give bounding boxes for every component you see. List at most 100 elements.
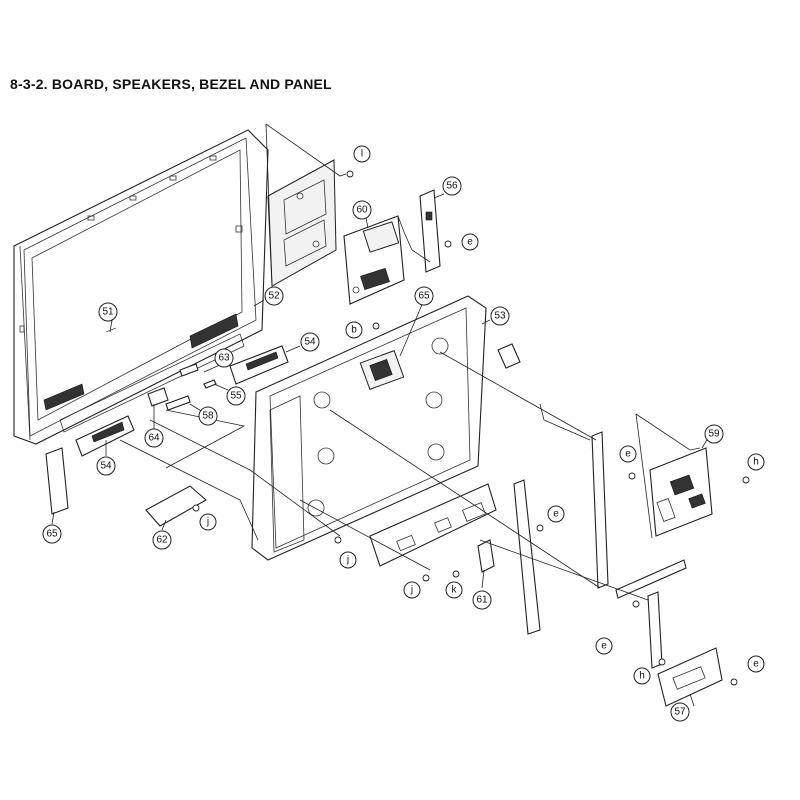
callout-bubble [547, 505, 565, 523]
callout-bubble [353, 145, 371, 163]
screws [192, 170, 750, 686]
page-title: 8-3-2. BOARD, SPEAKERS, BEZEL AND PANEL [10, 76, 332, 92]
callout-bubble [345, 321, 363, 339]
lower-bracket [369, 483, 497, 567]
callout-56: 56 [442, 176, 462, 196]
callout-bubble [198, 406, 218, 426]
front-bezel [13, 129, 269, 445]
signal-board [649, 447, 713, 537]
callout-bubble [747, 453, 765, 471]
callout-63: 63 [214, 348, 234, 368]
callout-label: 61 [476, 595, 488, 606]
callout-bubble [144, 428, 164, 448]
callout-j: j [339, 551, 357, 569]
callout-bubble [633, 667, 651, 685]
lcd-panel [251, 295, 487, 561]
callout-label: 55 [230, 391, 242, 402]
callout-label: 54 [304, 337, 316, 348]
callout-label: b [351, 325, 357, 336]
callout-label: 52 [268, 291, 280, 302]
callout-57: 57 [670, 702, 690, 722]
callout-label: e [753, 659, 759, 670]
callout-58: 58 [198, 406, 218, 426]
callout-54: 54 [96, 456, 116, 476]
callout-bubble [445, 581, 463, 599]
callout-bubble [461, 233, 479, 251]
speaker-right [229, 345, 289, 385]
callout-label: j [346, 555, 349, 566]
callout-label: e [467, 237, 473, 248]
speaker-left [75, 415, 135, 457]
callout-60: 60 [352, 200, 372, 220]
callout-label: 58 [202, 411, 214, 422]
callout-65: 65 [414, 286, 434, 306]
callout-bubble [414, 286, 434, 306]
callout-bubble [442, 176, 462, 196]
callout-b: b [345, 321, 363, 339]
callout-bubble [264, 286, 284, 306]
callout-e: e [747, 655, 765, 673]
callout-bubble [199, 513, 217, 531]
callout-layer: 51 52 53 54 54 55 56 57 58 59 60 61 62 63 64 65 65 l b e e e e… [42, 145, 765, 722]
callout-label: e [553, 509, 559, 520]
callout-h: h [633, 667, 651, 685]
callout-64: 64 [144, 428, 164, 448]
callout-62: 62 [152, 530, 172, 550]
callout-bubble [339, 551, 357, 569]
side-bracket [419, 189, 441, 273]
callout-label: h [639, 671, 645, 682]
callout-bubble [747, 655, 765, 673]
small-parts [45, 327, 521, 573]
callout-bubble [595, 637, 613, 655]
callout-bubble [619, 445, 637, 463]
callout-label: 65 [418, 291, 430, 302]
callout-label: 54 [100, 461, 112, 472]
callout-52: 52 [264, 286, 284, 306]
callout-65: 65 [42, 524, 62, 544]
callout-bubble [42, 524, 62, 544]
callout-bubble [670, 702, 690, 722]
callout-bubble [226, 386, 246, 406]
callout-label: 60 [356, 205, 368, 216]
callout-e: e [461, 233, 479, 251]
callout-label: j [206, 517, 209, 528]
callout-label: l [361, 149, 363, 160]
callout-bubble [214, 348, 234, 368]
callout-label: 62 [156, 535, 168, 546]
callout-bubble [96, 456, 116, 476]
callout-bubble [490, 306, 510, 326]
shield-plate [267, 159, 337, 287]
callout-e: e [595, 637, 613, 655]
callout-h: h [747, 453, 765, 471]
callout-label: h [753, 457, 759, 468]
callout-label: 64 [148, 433, 160, 444]
callout-bubble [352, 200, 372, 220]
callout-label: j [410, 585, 413, 596]
callout-e: e [619, 445, 637, 463]
callout-k: k [445, 581, 463, 599]
callout-label: 63 [218, 353, 230, 364]
callout-53: 53 [490, 306, 510, 326]
callout-label: 56 [446, 181, 458, 192]
callout-51: 51 [98, 302, 118, 322]
callout-label: k [452, 585, 458, 596]
callout-bubble [403, 581, 421, 599]
callout-54: 54 [300, 332, 320, 352]
alignment-lines [119, 123, 701, 601]
power-board [343, 215, 405, 305]
callout-55: 55 [226, 386, 246, 406]
callout-label: 59 [708, 429, 720, 440]
callout-l: l [353, 145, 371, 163]
callout-bubble [152, 530, 172, 550]
callout-61: 61 [472, 590, 492, 610]
callout-e: e [547, 505, 565, 523]
callout-leaders [51, 193, 709, 707]
callout-label: 57 [674, 707, 686, 718]
callout-label: e [601, 641, 607, 652]
callout-j: j [199, 513, 217, 531]
bottom-bracket [657, 647, 723, 707]
callout-label: 51 [102, 307, 114, 318]
callout-bubble [300, 332, 320, 352]
callout-j: j [403, 581, 421, 599]
